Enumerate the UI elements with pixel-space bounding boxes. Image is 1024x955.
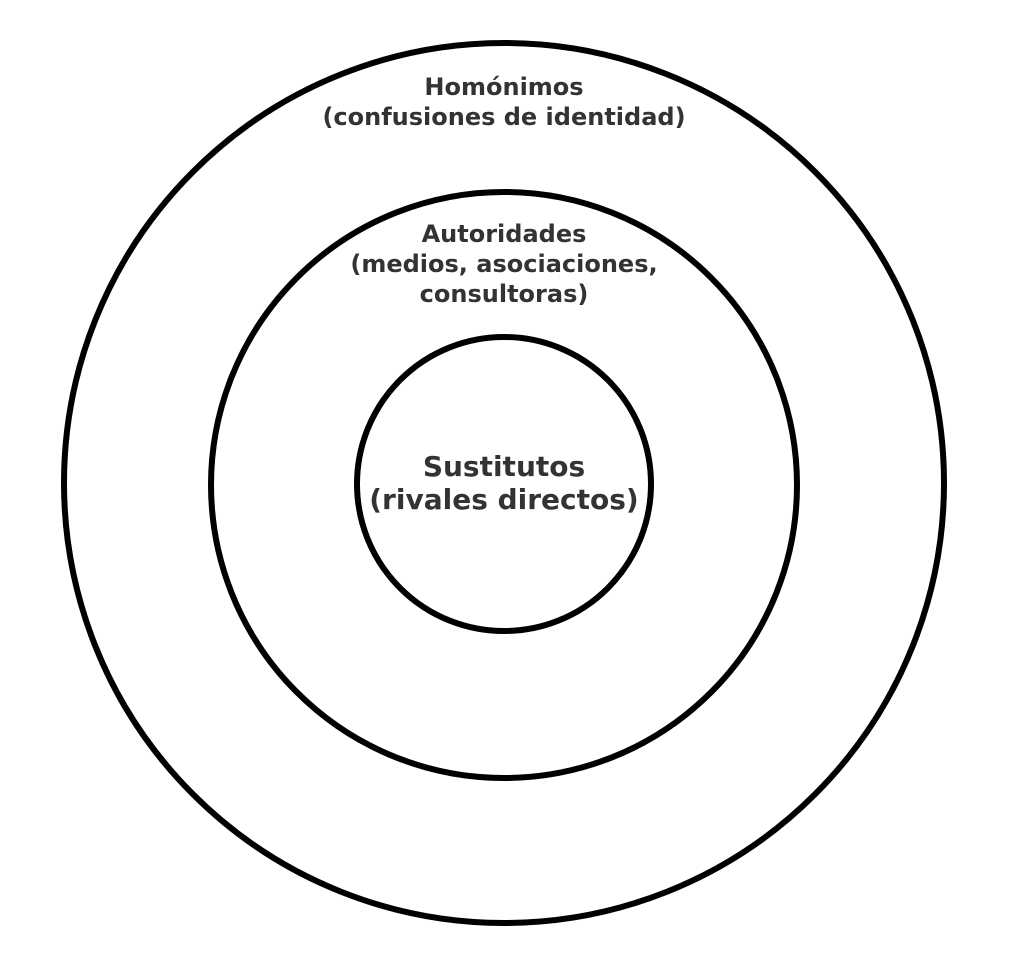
middle-ring-label: Autoridades (medios, asociaciones, consu…: [350, 220, 657, 308]
middle-ring-label-line-1: Autoridades: [422, 220, 587, 248]
inner-ring: [354, 334, 654, 634]
middle-ring-label-line-2: (medios, asociaciones,: [350, 250, 657, 278]
middle-ring-label-line-3: consultoras): [420, 280, 589, 308]
outer-ring-label-line-2: (confusiones de identidad): [322, 103, 685, 131]
outer-ring-label-line-1: Homónimos: [424, 73, 583, 101]
inner-ring-label: Sustitutos (rivales directos): [369, 450, 638, 516]
middle-ring: [208, 189, 800, 781]
outer-ring-label: Homónimos (confusiones de identidad): [322, 73, 685, 131]
inner-ring-label-line-2: (rivales directos): [369, 483, 638, 516]
outer-ring: [61, 40, 947, 926]
inner-ring-label-line-1: Sustitutos: [423, 450, 585, 483]
